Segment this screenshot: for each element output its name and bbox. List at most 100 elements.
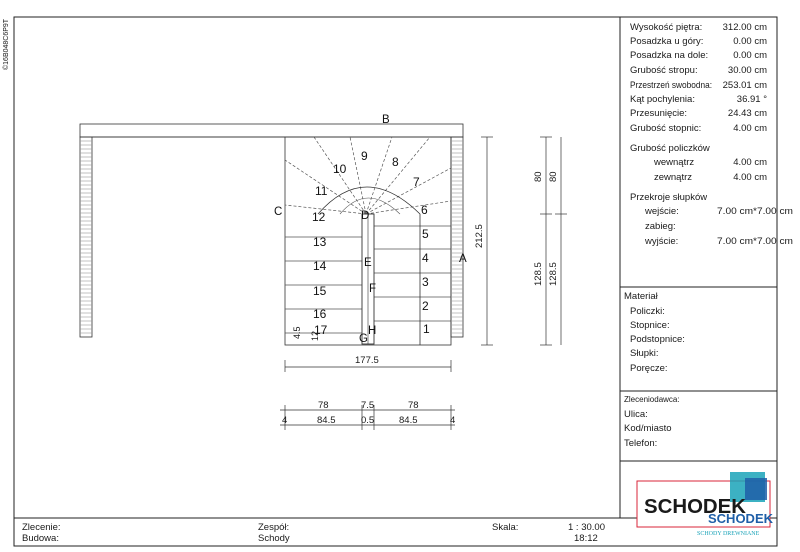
- param-value-7: 4.00 cm: [733, 123, 767, 134]
- dim-small-b: 12: [310, 331, 320, 341]
- walk-line-arc: [317, 186, 421, 345]
- dim-lower-1: 128.5: [533, 262, 544, 286]
- param-label-0: Wysokość piętra:: [630, 22, 702, 33]
- step-number: 15: [313, 284, 327, 298]
- step-number: 14: [313, 259, 327, 273]
- param-label-7: Grubość stopnic:: [630, 123, 701, 134]
- param-label-6: Przesunięcie:: [630, 108, 687, 119]
- material-item-2: Podstopnice:: [630, 334, 685, 345]
- step-number: 6: [421, 203, 428, 217]
- material-item-4: Poręcze:: [630, 363, 668, 374]
- posts-turn-label: zabieg:: [645, 221, 676, 232]
- posts-title: Przekroje słupków: [630, 192, 707, 203]
- winder-line: [365, 200, 452, 215]
- posts-exit-value: 7.00 cm*7.00 cm: [717, 236, 793, 247]
- param-label-4: Przestrzeń swobodna:: [630, 80, 712, 91]
- step-number: 1: [423, 322, 430, 336]
- step-number: 9: [361, 149, 368, 163]
- dim-bot-5: 4: [450, 415, 455, 426]
- posts-entry-value: 7.00 cm*7.00 cm: [717, 206, 793, 217]
- step-number: 10: [333, 162, 347, 176]
- param-label-5: Kąt pochylenia:: [630, 94, 695, 105]
- logo-brand-main: SCHODEK: [644, 496, 747, 518]
- dim-top-1: 78: [318, 400, 329, 411]
- winder-line: [284, 159, 367, 215]
- dim-bot-3: 0.5: [361, 415, 374, 426]
- step-number: 7: [413, 175, 420, 189]
- step-number: 13: [313, 235, 327, 249]
- dim-lower-2: 128.5: [548, 262, 559, 286]
- scale-label: Skala:: [492, 522, 518, 533]
- material-item-3: Słupki:: [630, 348, 659, 359]
- building-label: Budowa:: [22, 533, 59, 544]
- winder-line: [365, 167, 452, 215]
- param-label-3: Grubość stropu:: [630, 65, 698, 76]
- material-section: Materiał Policzki: Stopnice: Podstopnice…: [624, 291, 685, 374]
- team-value: Schody: [258, 533, 290, 544]
- step-number: 3: [422, 275, 429, 289]
- logo-tagline: SCHODY DREWNIANE: [697, 531, 760, 537]
- shelf-outer-label: zewnątrz: [654, 172, 692, 183]
- wall-hatching: [80, 140, 463, 334]
- point-label-f: F: [369, 283, 376, 295]
- shelf-inner-label: wewnątrz: [653, 157, 694, 168]
- winder-line: [365, 136, 431, 215]
- material-item-0: Policzki:: [630, 306, 665, 317]
- sheet-border: [13, 16, 778, 547]
- logo-brand-secondary: SCHODEK: [708, 511, 774, 526]
- param-value-0: 312.00 cm: [723, 22, 767, 33]
- step-number: 2: [422, 299, 429, 313]
- point-label-c: C: [274, 206, 282, 218]
- point-label-g: G: [359, 333, 368, 345]
- step-number: 17: [314, 323, 328, 337]
- client-title: Zleceniodawca:: [624, 395, 680, 404]
- winder-line: [313, 136, 367, 215]
- param-value-6: 24.43 cm: [728, 108, 767, 119]
- wall-top: [79, 123, 464, 138]
- shelf-inner-value: 4.00 cm: [733, 157, 767, 168]
- step-number: 4: [422, 251, 429, 265]
- walk-line-inner: [339, 197, 401, 215]
- side-code: ©16B048C6P9T: [2, 18, 10, 70]
- title-block: Zlecenie: Budowa: Zespół: Schody Skala: …: [22, 522, 605, 544]
- param-value-4: 253.01 cm: [723, 80, 767, 91]
- point-label-h: H: [368, 325, 376, 337]
- step-number: 5: [422, 227, 429, 241]
- param-label-2: Posadzka na dole:: [630, 50, 708, 61]
- material-item-1: Stopnice:: [630, 320, 670, 331]
- point-label-a: A: [459, 253, 467, 265]
- time-value: 18:12: [574, 533, 598, 544]
- point-label-e: E: [364, 257, 372, 269]
- dim-bot-2: 84.5: [317, 415, 336, 426]
- posts-exit-label: wyjście:: [644, 236, 678, 247]
- point-label-b: B: [382, 114, 390, 126]
- point-label-d: D: [361, 210, 369, 222]
- dim-bot-1: 4: [282, 415, 287, 426]
- posts-entry-label: wejście:: [644, 206, 679, 217]
- dim-width: 177.5: [355, 355, 379, 366]
- client-section: Zleceniodawca: Ulica: Kod/miasto Telefon…: [624, 395, 680, 449]
- dimensions: [280, 136, 567, 430]
- shelf-title: Grubość policzków: [630, 143, 710, 154]
- param-label-1: Posadzka u góry:: [630, 36, 703, 47]
- param-value-3: 30.00 cm: [728, 65, 767, 76]
- material-title: Materiał: [624, 291, 659, 302]
- stair-plan: [79, 123, 464, 346]
- param-value-5: 36.91 °: [737, 94, 767, 105]
- order-label: Zlecenie:: [22, 522, 61, 533]
- dim-upper-1: 80: [533, 171, 544, 182]
- winder-line: [365, 136, 393, 215]
- dim-small-a: 4.5: [292, 326, 302, 339]
- step-number: 16: [313, 307, 327, 321]
- shelf-outer-value: 4.00 cm: [733, 172, 767, 183]
- winder-line: [349, 136, 367, 215]
- step-number: 11: [315, 184, 328, 198]
- winder-line: [284, 204, 367, 215]
- parameters-list: Wysokość piętra: 312.00 cm Posadzka u gó…: [630, 22, 793, 247]
- dim-upper-2: 80: [548, 171, 559, 182]
- dim-top-2: 7.5: [361, 400, 374, 411]
- dim-height: 212.5: [474, 224, 485, 248]
